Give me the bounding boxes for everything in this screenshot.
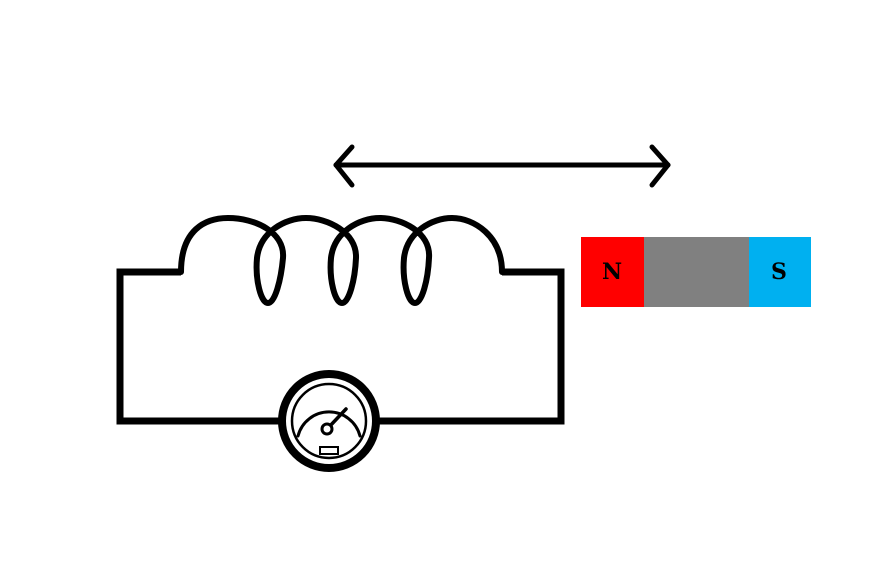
coil-turns: [178, 215, 505, 306]
magnet-south-pole: [749, 237, 811, 307]
coil: [178, 215, 505, 306]
arrow-head-right: [649, 144, 671, 188]
galvanometer-label-plate: [319, 446, 339, 455]
bar-magnet: N S: [581, 237, 811, 307]
magnet-south-label: S: [771, 259, 787, 285]
galvanometer-needle: [327, 407, 348, 429]
galvanometer-icon: [278, 370, 380, 472]
magnet-north-label: N: [602, 259, 622, 285]
arrow-head-left: [333, 144, 355, 188]
wire-left-segment: [116, 268, 280, 425]
magnet-middle: [644, 237, 749, 307]
magnet-north-pole: [581, 237, 644, 307]
double-headed-arrow-icon: [333, 144, 671, 188]
circuit-wire: [116, 268, 565, 425]
galvanometer-face: [290, 382, 368, 460]
galvanometer-scale-arc: [296, 410, 362, 438]
galvanometer-pivot: [320, 422, 334, 436]
wire-right-segment: [378, 268, 565, 425]
